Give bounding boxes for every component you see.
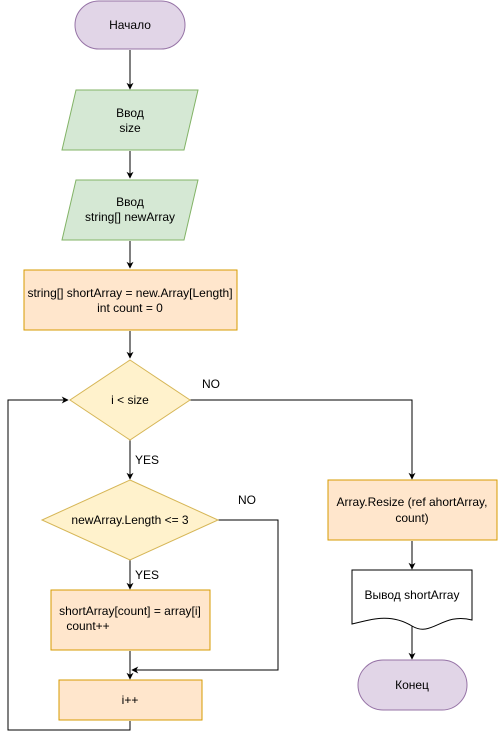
node-output-label: Вывод shortArray: [365, 588, 460, 602]
node-assign: shortArray[count] = array[i] count++: [50, 589, 211, 651]
node-start-label: Начало: [109, 18, 151, 32]
node-init: string[] shortArray = new.Array[Length] …: [23, 269, 238, 331]
edge-length-no-to-merge: [131, 519, 279, 674]
edge-label-length-yes: YES: [135, 568, 159, 582]
node-input-size: Ввод size: [61, 89, 199, 151]
node-output: Вывод shortArray: [351, 569, 473, 630]
node-resize-line1: Array.Resize (ref ahortArray,: [337, 495, 488, 509]
node-assign-line2: count++: [66, 619, 109, 633]
node-start: Начало: [74, 0, 186, 50]
edge-label-length-no: NO: [238, 493, 256, 507]
node-loop-condition-label: i < size: [111, 393, 149, 407]
node-end-label: Конец: [395, 678, 429, 692]
node-increment: i++: [58, 679, 203, 721]
node-input-array: Ввод string[] newArray: [61, 179, 199, 241]
node-init-line2: int count = 0: [97, 301, 163, 315]
node-length-condition-label: newArray.Length <= 3: [71, 513, 189, 527]
node-input-size-line2: size: [119, 121, 141, 135]
node-increment-label: i++: [122, 693, 139, 707]
node-resize-line2: count): [395, 511, 428, 525]
edge-label-loop-yes: YES: [135, 453, 159, 467]
node-input-size-line1: Ввод: [116, 106, 144, 120]
node-end: Конец: [357, 659, 468, 711]
edge-label-loop-no: NO: [202, 377, 220, 391]
node-input-array-line2: string[] newArray: [85, 210, 175, 224]
node-resize: Array.Resize (ref ahortArray, count): [327, 479, 498, 541]
edge-loop-no-to-resize: [190, 399, 416, 480]
node-input-array-line1: Ввод: [116, 195, 144, 209]
node-init-line1: string[] shortArray = new.Array[Length]: [27, 286, 232, 300]
node-assign-line1: shortArray[count] = array[i]: [59, 604, 201, 618]
edge-increment-loop-back: [7, 396, 131, 731]
node-loop-condition: i < size: [69, 359, 191, 441]
node-length-condition: newArray.Length <= 3: [40, 479, 220, 561]
